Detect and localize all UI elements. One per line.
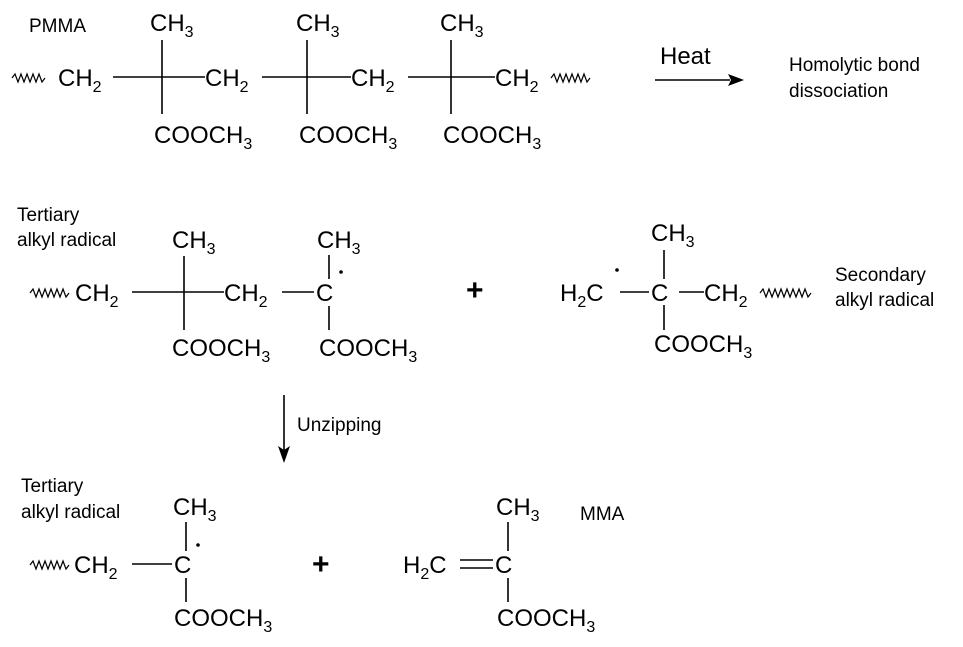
- heat-label: Heat: [660, 43, 711, 70]
- dissociation-label-line1: Homolytic bond: [789, 55, 920, 76]
- chain-end-wavy: [29, 287, 70, 299]
- ester-group: COOCH3: [299, 122, 397, 153]
- heat-arrow: Heat Homolytic bond dissociation: [655, 43, 920, 102]
- pmma-structure: PMMA CH2 CH3 COOCH3 CH2 CH3 COOCH3 CH2 C…: [11, 10, 591, 153]
- chain-end-wavy: [11, 72, 46, 84]
- tertiary-label-line1: Tertiary: [21, 476, 84, 497]
- tertiary-radical-chain: Tertiary alkyl radical CH2 CH3 COOCH3 CH…: [17, 205, 417, 366]
- secondary-radical-chain: H2C C CH3 CH2 COOCH3 Secondary alkyl rad…: [560, 220, 934, 362]
- methylene-group: CH2: [224, 280, 268, 311]
- radical-carbon: C: [316, 280, 333, 307]
- methylene-group: CH2: [75, 280, 119, 311]
- secondary-label-line2: alkyl radical: [835, 290, 934, 311]
- methyl-group: CH3: [150, 10, 194, 41]
- methyl-group: CH3: [296, 10, 340, 41]
- radical-dot-icon: [615, 268, 619, 272]
- central-carbon: C: [651, 280, 668, 307]
- tertiary-label-line2: alkyl radical: [21, 502, 120, 523]
- radical-carbon: C: [174, 552, 191, 579]
- dissociation-label-line2: dissociation: [789, 81, 888, 102]
- methylene-group: CH2: [58, 65, 102, 96]
- unzipping-arrow: Unzipping: [278, 395, 382, 463]
- chain-end-wavy: [29, 559, 70, 571]
- ester-group: COOCH3: [443, 122, 541, 153]
- methylene-group: CH2: [495, 65, 539, 96]
- methylene-group: CH2: [351, 65, 395, 96]
- tertiary-label-line1: Tertiary: [17, 205, 80, 226]
- arrow-head-icon: [728, 74, 744, 86]
- ester-group: COOCH3: [172, 335, 270, 366]
- central-carbon: C: [495, 552, 512, 579]
- methyl-group: CH3: [651, 220, 695, 251]
- methylene-group: CH2: [704, 280, 748, 311]
- radical-dot-icon: [196, 543, 200, 547]
- methyl-group: CH3: [496, 494, 540, 525]
- ester-group: COOCH3: [497, 605, 595, 636]
- methyl-group: CH3: [440, 10, 484, 41]
- ester-group: COOCH3: [654, 331, 752, 362]
- ester-group: COOCH3: [319, 335, 417, 366]
- arrow-head-icon: [278, 446, 290, 463]
- secondary-label-line1: Secondary: [835, 265, 926, 286]
- mma-label: MMA: [580, 504, 625, 525]
- methylene-group: CH2: [205, 65, 249, 96]
- methylene-group: CH2: [74, 552, 118, 583]
- methyl-group: CH3: [173, 494, 217, 525]
- methyl-group: CH3: [317, 227, 361, 258]
- h2c-group: H2C: [560, 280, 604, 311]
- plus-sign: +: [466, 274, 484, 307]
- tertiary-label-line2: alkyl radical: [17, 230, 116, 251]
- pmma-label: PMMA: [29, 16, 86, 37]
- h2c-group: H2C: [403, 552, 447, 583]
- chain-end-wavy: [759, 287, 812, 299]
- mma-monomer: H2C C CH3 COOCH3 MMA: [403, 494, 625, 636]
- plus-sign: +: [312, 548, 330, 581]
- methyl-group: CH3: [172, 227, 216, 258]
- unzipping-label: Unzipping: [297, 415, 382, 436]
- ester-group: COOCH3: [154, 122, 252, 153]
- chain-end-wavy: [550, 72, 591, 84]
- radical-dot-icon: [339, 270, 343, 274]
- tertiary-radical-product: Tertiary alkyl radical CH2 C CH3 COOCH3: [21, 476, 272, 636]
- ester-group: COOCH3: [174, 605, 272, 636]
